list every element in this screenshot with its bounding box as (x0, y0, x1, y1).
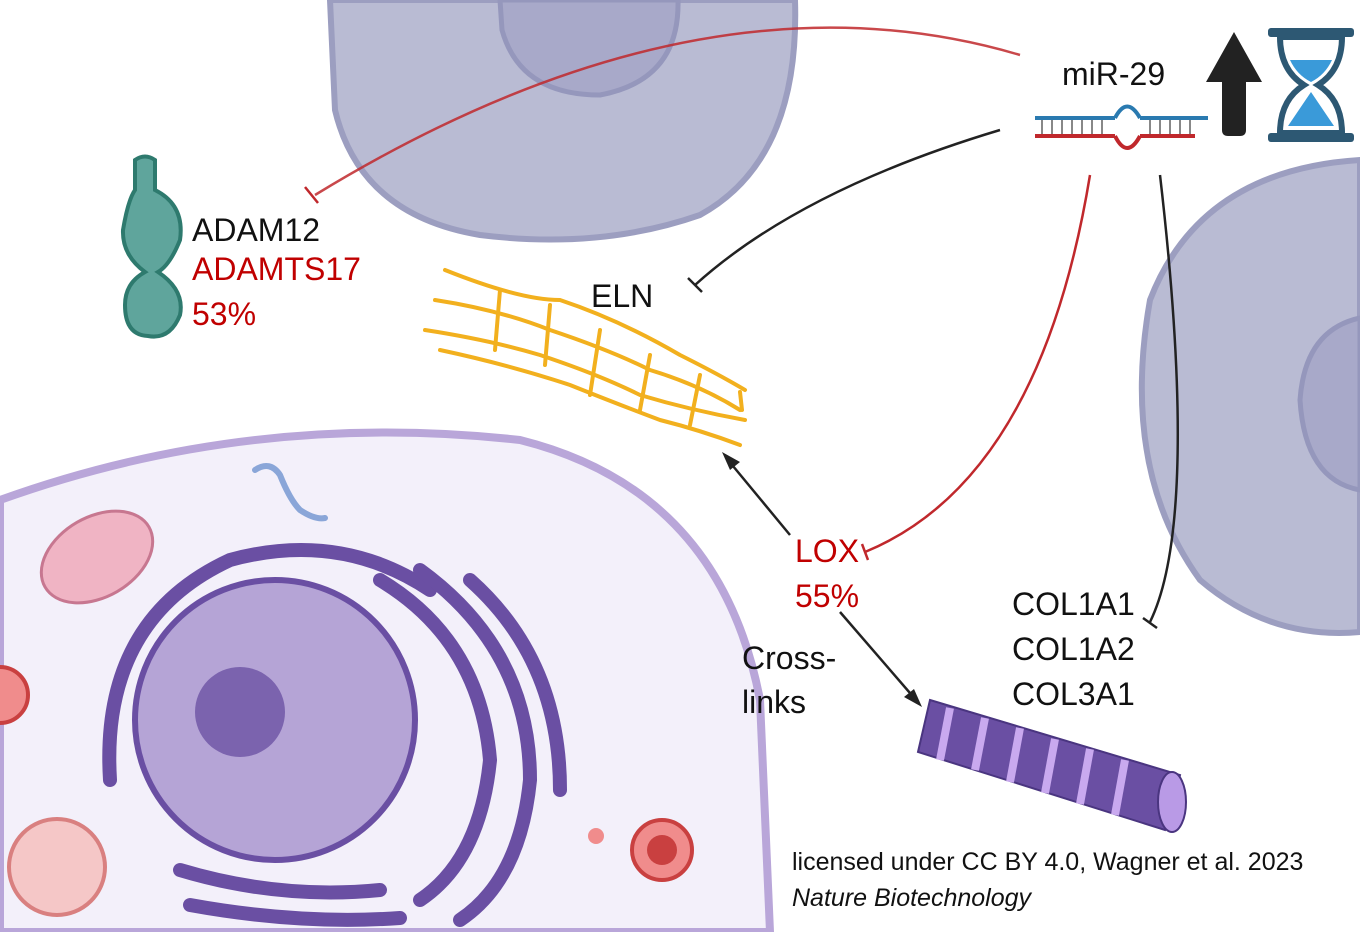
inhibition-line-collagen (1148, 174, 1180, 623)
mirna-label: miR-29 (1062, 56, 1166, 92)
cell-interior (0, 428, 775, 932)
inhibition-line-lox (864, 174, 1092, 554)
mitochondrion-icon (39, 509, 155, 605)
col3a1-label: COL3A1 (1012, 676, 1135, 712)
cell-right (1138, 156, 1360, 636)
hourglass-icon (1268, 28, 1354, 142)
arrow-lox-collagen (839, 611, 917, 701)
adam-percent-label: 53% (192, 296, 257, 332)
crosslinks-label-2: links (742, 684, 807, 720)
collagen-fibril-icon (916, 698, 1187, 833)
inhibition-line-eln (694, 128, 1001, 286)
license-credit: licensed under CC BY 4.0, Wagner et al. … (792, 844, 1303, 916)
eln-label: ELN (591, 278, 654, 314)
adam-protein-icon (120, 154, 183, 339)
arrow-lox-eln (727, 459, 791, 536)
credit-line: licensed under CC BY 4.0, Wagner et al. … (792, 848, 1304, 876)
cell-top (326, 0, 799, 243)
adamts17-label: ADAMTS17 (192, 251, 361, 287)
nucleolus (195, 667, 285, 757)
journal-name: Nature Biotechnology (792, 884, 1032, 912)
adam12-label: ADAM12 (192, 212, 321, 248)
mirna-hairpin-icon (1035, 104, 1208, 150)
up-arrow-icon (1206, 32, 1262, 136)
elastin-fibers-icon (423, 268, 747, 447)
col1a1-label: COL1A1 (1012, 586, 1135, 622)
col1a2-label: COL1A2 (1012, 631, 1135, 667)
inhibition-line-adam (314, 26, 1021, 197)
lox-percent-label: 55% (795, 578, 860, 614)
lox-label: LOX (795, 533, 860, 569)
crosslinks-label-1: Cross- (742, 640, 837, 676)
